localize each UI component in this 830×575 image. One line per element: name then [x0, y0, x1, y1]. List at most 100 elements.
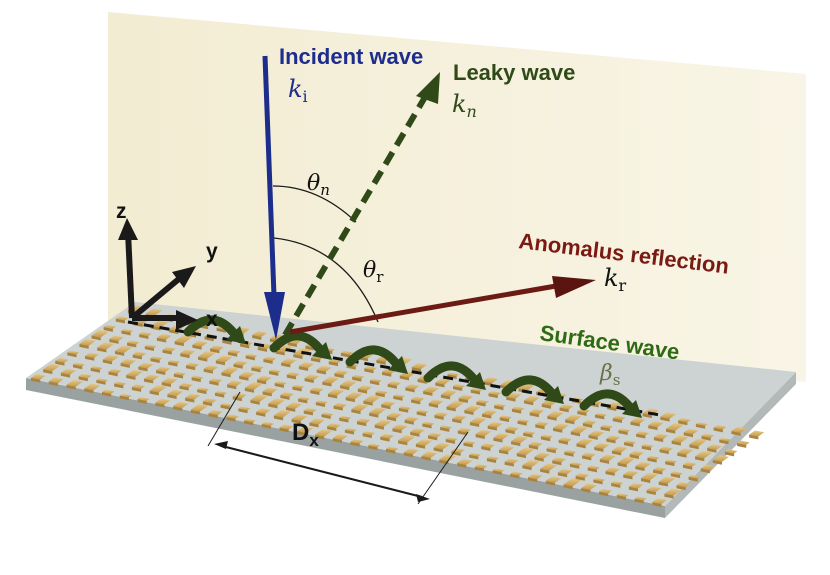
metasurface-strip: [369, 407, 387, 415]
strip-side: [102, 359, 113, 365]
strip-side: [315, 402, 326, 407]
strip-side: [700, 468, 710, 474]
strip-side: [421, 455, 431, 461]
strip-side: [440, 394, 451, 400]
metasurface-strip: [137, 397, 150, 401]
anomalous-reflection-symbol: kr: [604, 264, 627, 295]
metasurface-strip: [114, 381, 127, 386]
metasurface-strip: [114, 345, 133, 353]
strip-side: [415, 443, 426, 449]
metasurface-strip: [215, 355, 233, 363]
metasurface-strip: [599, 454, 616, 461]
strip-side: [328, 361, 339, 367]
metasurface-strip: [304, 374, 320, 380]
strip-side: [476, 401, 486, 407]
metasurface-strip: [179, 382, 193, 388]
strip-side: [72, 364, 83, 370]
strip-side: [494, 405, 504, 411]
strip-side: [139, 334, 149, 339]
strip-side: [612, 418, 623, 423]
metasurface-strip: [386, 412, 402, 419]
metasurface-strip: [156, 366, 171, 372]
metasurface-strip: [647, 455, 660, 460]
metasurface-strip: [445, 437, 458, 441]
strip-side: [486, 458, 497, 463]
metasurface-strip: [85, 352, 100, 358]
strip-side: [463, 442, 473, 448]
strip-side: [327, 393, 338, 399]
metasurface-strip: [559, 404, 574, 410]
metasurface-strip: [90, 365, 103, 370]
metasurface-strip: [712, 455, 729, 462]
metasurface-strip: [285, 402, 303, 409]
metasurface-strip: [368, 443, 380, 448]
metasurface-strip: [423, 386, 440, 393]
strip-side: [173, 406, 183, 411]
metasurface-strip: [281, 358, 297, 365]
strip-side: [363, 400, 373, 406]
strip-side: [458, 398, 468, 403]
metasurface-strip: [474, 464, 488, 469]
strip-side: [559, 407, 569, 413]
strip-side: [375, 392, 385, 398]
strip-side: [695, 423, 706, 429]
metasurface-strip: [298, 362, 315, 368]
leaky-wave-head: [416, 72, 440, 104]
metasurface-strip: [233, 360, 248, 366]
metasurface-strip: [540, 434, 553, 439]
metasurface-strip: [411, 362, 427, 369]
metasurface-strip: [524, 395, 540, 403]
metasurface-strip: [605, 467, 621, 473]
strip-side: [630, 421, 640, 427]
strip-side: [66, 384, 76, 390]
strip-side: [547, 415, 557, 421]
strip-side: [227, 351, 238, 357]
strip-side: [511, 441, 521, 447]
metasurface-strip: [381, 400, 396, 407]
strip-side: [304, 378, 314, 383]
strip-side: [534, 456, 544, 462]
strip-side: [540, 468, 550, 474]
metasurface-strip: [642, 408, 659, 416]
metasurface-strip: [310, 387, 324, 392]
metasurface-strip: [595, 412, 607, 417]
metasurface-strip: [251, 365, 264, 370]
metasurface-strip: [557, 468, 573, 475]
metasurface-strip: [252, 330, 268, 337]
metasurface-strip: [719, 437, 731, 442]
metasurface-strip: [120, 358, 136, 365]
metasurface-strip: [79, 339, 96, 346]
metasurface-strip: [197, 387, 210, 392]
strip-side: [410, 431, 420, 437]
strip-side: [464, 410, 474, 415]
strip-side: [356, 421, 367, 427]
strip-side: [340, 352, 351, 358]
metasurface-strip: [66, 379, 83, 387]
metasurface-strip: [659, 446, 673, 452]
surface-wave-path: [127, 320, 661, 417]
strip-side: [457, 430, 468, 436]
metasurface-strip: [392, 424, 408, 431]
strip-side: [210, 348, 220, 354]
strip-side: [78, 376, 88, 382]
strip-side: [97, 347, 107, 353]
metasurface-strip: [518, 383, 535, 391]
metasurface-strip: [208, 409, 223, 416]
metasurface-strip: [321, 412, 334, 416]
metasurface-strip: [535, 421, 549, 427]
metasurface-strip: [108, 368, 122, 374]
metasurface-strip: [333, 402, 347, 408]
strip-side: [427, 435, 438, 441]
metasurface-strip: [132, 351, 147, 357]
strip-side: [322, 381, 332, 387]
strip-side: [340, 385, 350, 391]
strip-side: [600, 426, 610, 432]
strip-side: [90, 367, 100, 373]
metasurface-strip: [486, 456, 500, 460]
metasurface-strip: [363, 395, 381, 403]
metasurface-strips: [31, 305, 765, 507]
surface-wave-arc: [345, 345, 403, 371]
metasurface-strip: [606, 435, 621, 441]
metasurface-strip: [48, 377, 64, 384]
metasurface-strip: [427, 432, 442, 438]
